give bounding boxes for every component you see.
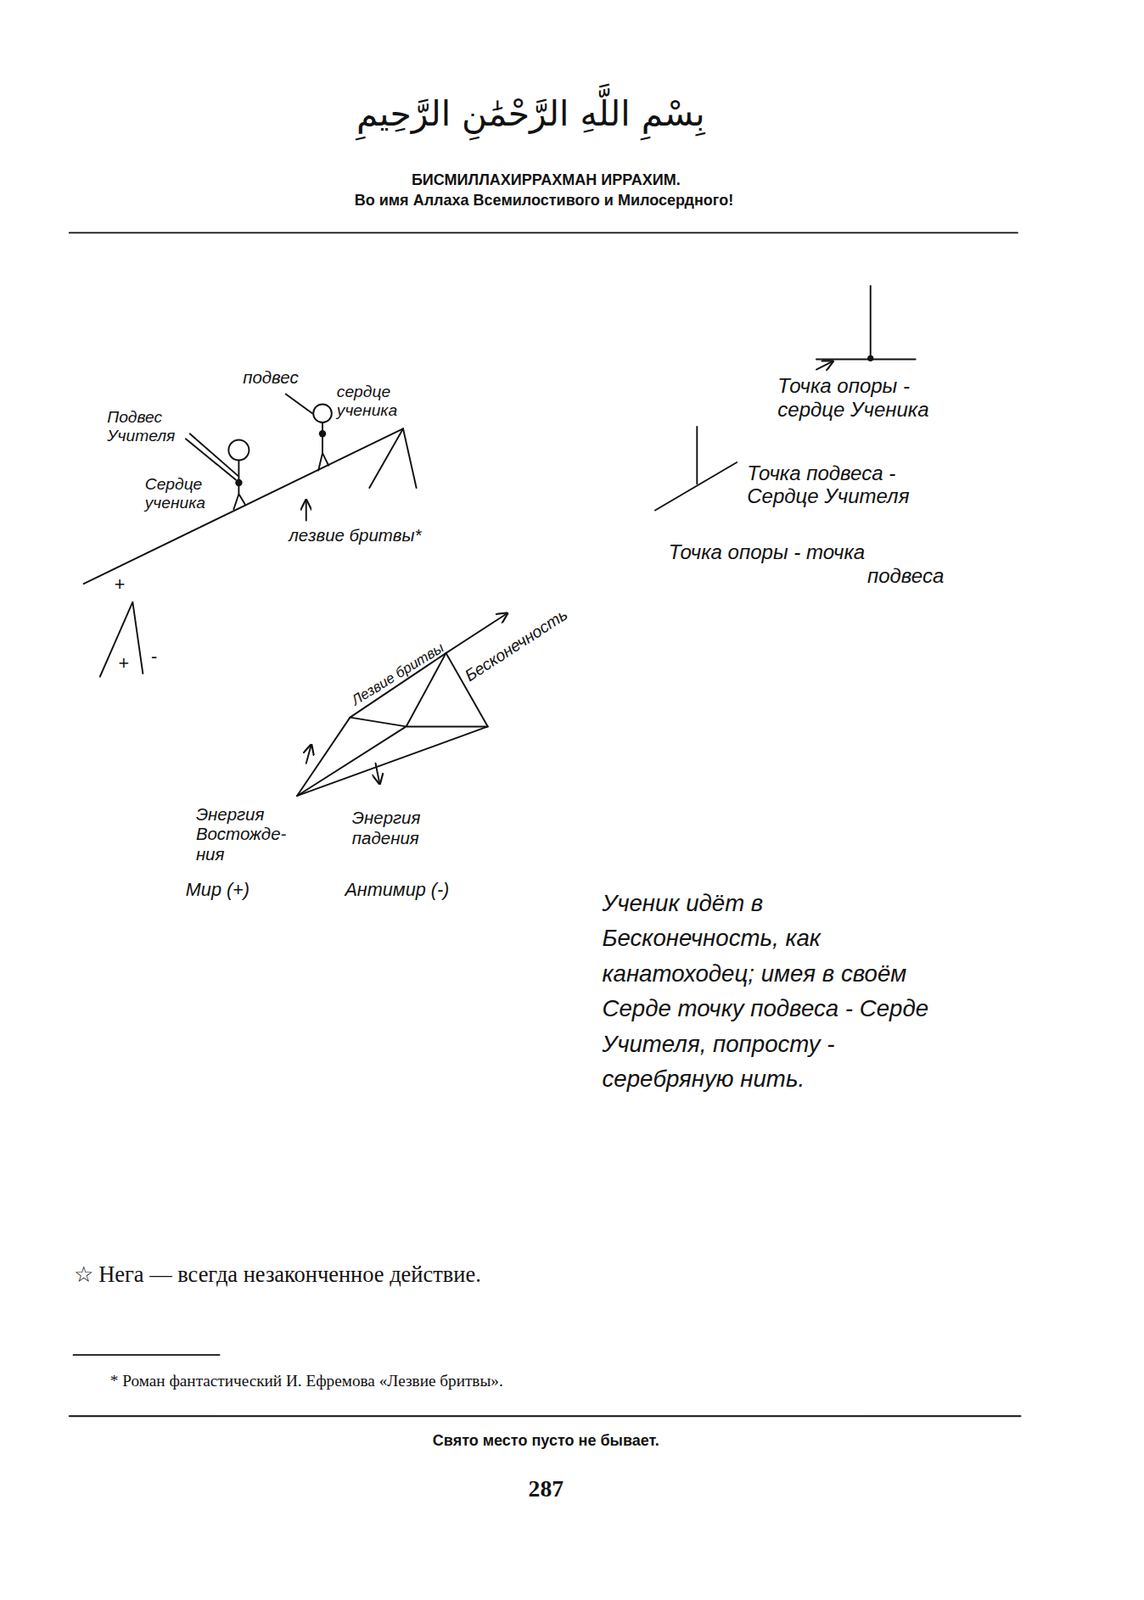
- rope-line: [84, 428, 404, 584]
- energy-arrow-down: [375, 763, 381, 785]
- hand-label: лезвие бритвы*: [288, 525, 421, 546]
- suspension-stem: [695, 426, 698, 484]
- energy-arrow-up: [306, 745, 312, 764]
- hand-label: подвес: [242, 367, 298, 388]
- figure-body: [233, 460, 245, 511]
- suspension-line: [190, 433, 239, 476]
- hand-label: Бесконечность: [461, 605, 572, 687]
- hand-label: Лезвие бритвы: [348, 639, 448, 710]
- hand-label: Энергия падения: [352, 807, 439, 848]
- right-post: [369, 428, 416, 488]
- sign-label: -: [151, 646, 158, 668]
- note-text: ☆ Нега — всегда незаконченное действие.: [73, 1261, 482, 1288]
- figure-head: [228, 440, 249, 461]
- footer-proverb: Свято место пусто не бывает.: [188, 1432, 903, 1451]
- arabic-heading: بِسْمِ اللَّهِ الرَّحْمَٰنِ الرَّحِيمِ: [275, 94, 786, 135]
- support-stem: [869, 286, 872, 358]
- figure-head: [313, 403, 332, 423]
- suspension-line: [286, 393, 313, 414]
- footnote-text: * Роман фантастический И. Ефремова «Лезв…: [110, 1372, 504, 1391]
- header-rule: [69, 231, 1018, 234]
- footer-rule: [69, 1415, 1021, 1418]
- suspension-base: [655, 462, 737, 511]
- heart-dot: [235, 479, 242, 487]
- support-dot: [867, 355, 874, 362]
- heading-subtitle: Во имя Аллаха Всемилостивого и Милосердн…: [186, 191, 902, 210]
- heart-dot: [319, 430, 326, 438]
- sign-label: +: [114, 574, 126, 596]
- hand-label: сердце ученика: [336, 382, 419, 421]
- footnote-rule: [73, 1354, 220, 1357]
- hand-label: Антимир (-): [344, 880, 449, 902]
- pointer-arrow: [816, 361, 833, 371]
- support-base: [816, 358, 916, 361]
- page-heading: БИСМИЛЛАХИРРАХМАН ИРРАХИМ.: [188, 171, 903, 190]
- sign-label: +: [117, 653, 129, 675]
- hand-label: Точка подвеса - Сердце Учителя: [746, 461, 951, 509]
- figure-body: [318, 422, 329, 472]
- hand-label: Энергия Востожде- ния: [196, 804, 293, 865]
- hand-paragraph: Ученик идёт в Бесконечность, как канатох…: [601, 886, 944, 1098]
- hand-label: Сердце ученика: [145, 475, 222, 513]
- hand-label: Точка опоры - точка подвеса: [668, 540, 945, 588]
- suspension-line: [185, 438, 236, 480]
- hand-label: Подвес Учителя: [106, 408, 189, 446]
- pointer-arrow: [305, 499, 308, 521]
- hand-label: Мир (+): [185, 880, 250, 902]
- hand-label: Точка опоры - сердце Ученика: [777, 374, 956, 421]
- left-post: [100, 602, 144, 678]
- page-number: 287: [443, 1475, 648, 1503]
